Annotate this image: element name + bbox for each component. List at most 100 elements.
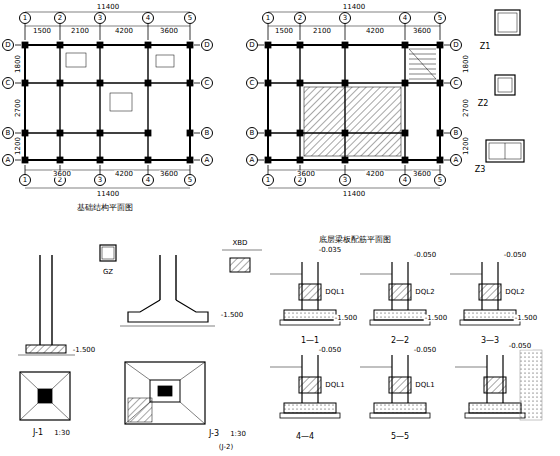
annotation: 1:30 (229, 431, 247, 438)
annotation: 4200 (365, 171, 385, 178)
annotation: 基础结构平面图 (76, 204, 134, 212)
axis-label: 5 (438, 15, 442, 22)
annotation: 1500 (274, 28, 294, 35)
axis-label: 3 (98, 177, 102, 184)
axis-label: A (454, 157, 459, 164)
annotation: Z1 (479, 43, 492, 51)
axis-bubble: C (2, 77, 14, 89)
annotation: -1.500 (514, 315, 539, 322)
annotation: 11400 (96, 191, 120, 198)
axis-label: 1 (23, 15, 27, 22)
axis-label: 5 (188, 15, 192, 22)
axis-bubble: D (201, 39, 213, 51)
axis-bubble: 5 (434, 174, 446, 186)
axis-bubble: C (450, 77, 462, 89)
annotation: 4200 (114, 28, 134, 35)
annotation: XBD (232, 240, 249, 247)
axis-label: 3 (343, 15, 347, 22)
axis-bubble: D (450, 39, 462, 51)
annotation: GZ (102, 269, 114, 276)
axis-bubble: A (450, 154, 462, 166)
annotation: Z3 (474, 166, 487, 174)
axis-bubble: 3 (339, 174, 351, 186)
axis-label: 4 (403, 15, 407, 22)
annotation: 1800 (463, 54, 470, 74)
annotation: DQL1 (324, 289, 345, 296)
annotation: -0.050 (318, 347, 343, 354)
annotation: 3600 (52, 171, 72, 178)
axis-bubble: 5 (184, 12, 196, 24)
axis-label: A (205, 157, 210, 164)
axis-bubble: B (450, 127, 462, 139)
annotation: 1—1 (300, 337, 320, 345)
axis-bubble: 1 (19, 12, 31, 24)
annotation: 4200 (114, 171, 134, 178)
annotation: J-3 (208, 430, 220, 438)
axis-bubble: A (2, 154, 14, 166)
axis-bubble: 3 (94, 174, 106, 186)
annotation: 11400 (342, 4, 366, 11)
axis-bubble: 4 (142, 12, 154, 24)
annotation: -0.050 (413, 347, 438, 354)
axis-bubble: C (201, 77, 213, 89)
annotation: 2700 (463, 98, 470, 118)
axis-bubble: B (201, 127, 213, 139)
axis-label: 2 (298, 15, 302, 22)
axis-label: 2 (58, 177, 62, 184)
axis-label: A (250, 157, 255, 164)
axis-bubble: 1 (262, 174, 274, 186)
axis-label: 5 (438, 177, 442, 184)
axis-bubble: 2 (294, 12, 306, 24)
axis-label: 5 (188, 177, 192, 184)
axis-label: 4 (403, 177, 407, 184)
axis-label: B (6, 130, 11, 137)
annotation: -0.050 (503, 252, 528, 259)
annotation: DQL1 (324, 382, 345, 389)
annotation: 3600 (412, 171, 432, 178)
axis-bubble: A (201, 154, 213, 166)
axis-label: C (250, 80, 255, 87)
axis-bubble: 3 (339, 12, 351, 24)
annotation: -0.050 (413, 252, 438, 259)
annotation: -0.050 (508, 343, 533, 350)
axis-label: B (454, 130, 459, 137)
annotation: -1.500 (72, 347, 97, 354)
annotation: 1500 (32, 28, 52, 35)
annotation: DQL2 (414, 289, 435, 296)
axis-bubble: 4 (399, 12, 411, 24)
axis-bubble: 5 (434, 12, 446, 24)
axis-label: 1 (23, 177, 27, 184)
axis-bubble: 2 (54, 12, 66, 24)
annotation: -1.500 (424, 315, 449, 322)
annotation: 底层梁板配筋平面图 (318, 236, 392, 244)
annotation: 1200 (463, 136, 470, 156)
axis-bubble: D (2, 39, 14, 51)
annotation: 1200 (15, 136, 22, 156)
axis-label: 4 (146, 15, 150, 22)
axis-label: 1 (266, 177, 270, 184)
axis-label: B (205, 130, 210, 137)
axis-bubble: 1 (19, 174, 31, 186)
axis-bubble: C (246, 77, 258, 89)
axis-label: 1 (266, 15, 270, 22)
axis-label: D (453, 42, 458, 49)
axis-label: 2 (298, 177, 302, 184)
annotation: -0.035 (318, 247, 343, 254)
axis-label: C (6, 80, 11, 87)
annotation: (J-2) (218, 444, 234, 451)
axis-label: D (249, 42, 254, 49)
annotation: J-1 (32, 429, 44, 437)
annotation: 11400 (342, 191, 366, 198)
annotation: 3600 (159, 28, 179, 35)
annotation: 1:30 (53, 430, 71, 437)
axis-label: 2 (58, 15, 62, 22)
annotation: -1.500 (220, 312, 245, 319)
annotation: DQL1 (414, 382, 435, 389)
axis-label: A (6, 157, 11, 164)
annotation: 1800 (15, 54, 22, 74)
axis-label: C (454, 80, 459, 87)
axis-label: C (205, 80, 210, 87)
axis-bubble: 4 (399, 174, 411, 186)
axis-label: 3 (98, 15, 102, 22)
